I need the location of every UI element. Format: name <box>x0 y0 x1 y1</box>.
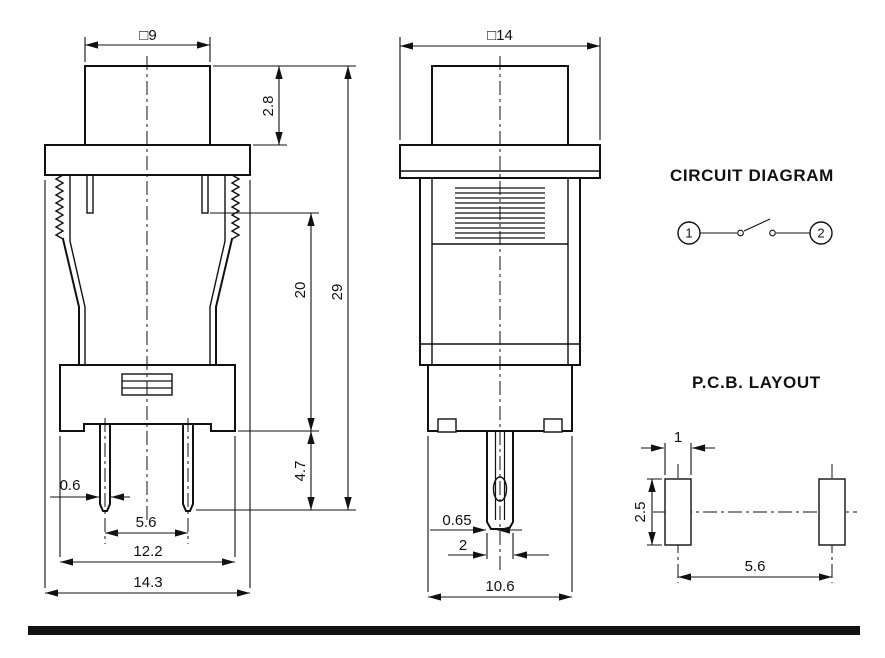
side-block-sides <box>427 364 573 416</box>
front-latch-detail <box>121 373 173 396</box>
side-body-sides <box>419 177 581 366</box>
front-taper-left <box>61 237 80 366</box>
dim-front-flange-width: 14.3 <box>133 574 162 591</box>
circuit-diagram: CIRCUIT DIAGRAM 1 2 <box>670 166 834 245</box>
dim-front-total-height: 29 <box>329 284 346 301</box>
front-view: □9 2.8 20 29 4.7 0.6 5.6 <box>44 27 356 597</box>
dim-side-terminal-thickness: 0.65 <box>442 512 471 529</box>
dim-front-pin-width: 0.6 <box>60 477 81 494</box>
terminal-2-label: 2 <box>817 226 824 241</box>
circuit-diagram-title: CIRCUIT DIAGRAM <box>670 166 834 185</box>
front-base-bottom <box>59 414 236 432</box>
front-serration-right <box>230 174 241 240</box>
dim-front-cap-height: 2.8 <box>260 96 277 117</box>
dim-front-pin-pitch: 5.6 <box>136 514 157 531</box>
front-pin-right <box>182 423 194 512</box>
dim-front-pin-protrusion: 4.7 <box>292 461 309 482</box>
dim-side-flange-width: □14 <box>487 27 513 44</box>
side-pin-hole <box>492 476 508 502</box>
front-pin-left <box>99 423 111 512</box>
pcb-layout: P.C.B. LAYOUT 1 2.5 5.6 <box>632 373 857 583</box>
side-spring-hatch <box>432 187 568 245</box>
side-base <box>427 414 573 432</box>
side-dimensions: □14 0.65 2 10.6 <box>399 27 601 601</box>
dim-side-base-width: 10.6 <box>485 578 514 595</box>
side-base-notch-left <box>437 418 457 433</box>
terminal-2-circle <box>809 221 833 245</box>
dim-pcb-hole-pitch: 5.6 <box>745 558 766 575</box>
switch-contact-left <box>737 229 744 237</box>
terminal-1-label: 1 <box>685 226 692 241</box>
front-inner-left <box>69 175 86 365</box>
dim-side-terminal-width: 2 <box>459 537 467 554</box>
side-view: □14 0.65 2 10.6 <box>399 27 601 601</box>
front-taper-right <box>215 237 234 366</box>
front-latch-lines <box>122 380 172 389</box>
front-centerlines <box>104 56 189 544</box>
pcb-layout-title: P.C.B. LAYOUT <box>692 373 821 392</box>
pcb-pad-right <box>818 478 846 546</box>
front-outline <box>44 65 251 512</box>
pcb-pad-left <box>664 478 692 546</box>
front-flange <box>44 144 251 176</box>
side-flange <box>399 144 601 179</box>
front-inner-right <box>209 175 226 365</box>
dim-front-body-height: 20 <box>292 282 309 299</box>
front-tab-right <box>201 174 209 214</box>
front-tab-left <box>86 174 94 214</box>
front-dimensions: □9 2.8 20 29 4.7 0.6 5.6 <box>44 27 356 597</box>
switch-contact-right <box>769 229 776 237</box>
dim-pcb-hole-height: 2.5 <box>632 502 649 523</box>
dim-front-body-width: 12.2 <box>133 543 162 560</box>
front-block-sides <box>59 364 236 416</box>
side-base-notch-right <box>543 418 563 433</box>
side-body-inner <box>431 178 569 365</box>
pcb-dimensions: 1 2.5 5.6 <box>632 429 832 581</box>
front-serration-left <box>54 174 65 240</box>
footer-bar <box>28 626 860 635</box>
side-outline <box>399 65 601 530</box>
switch-lever <box>743 218 771 232</box>
dim-pcb-hole-width: 1 <box>674 429 682 446</box>
side-pin-fold-lines <box>494 431 506 520</box>
dim-front-cap-width: □9 <box>139 27 156 44</box>
